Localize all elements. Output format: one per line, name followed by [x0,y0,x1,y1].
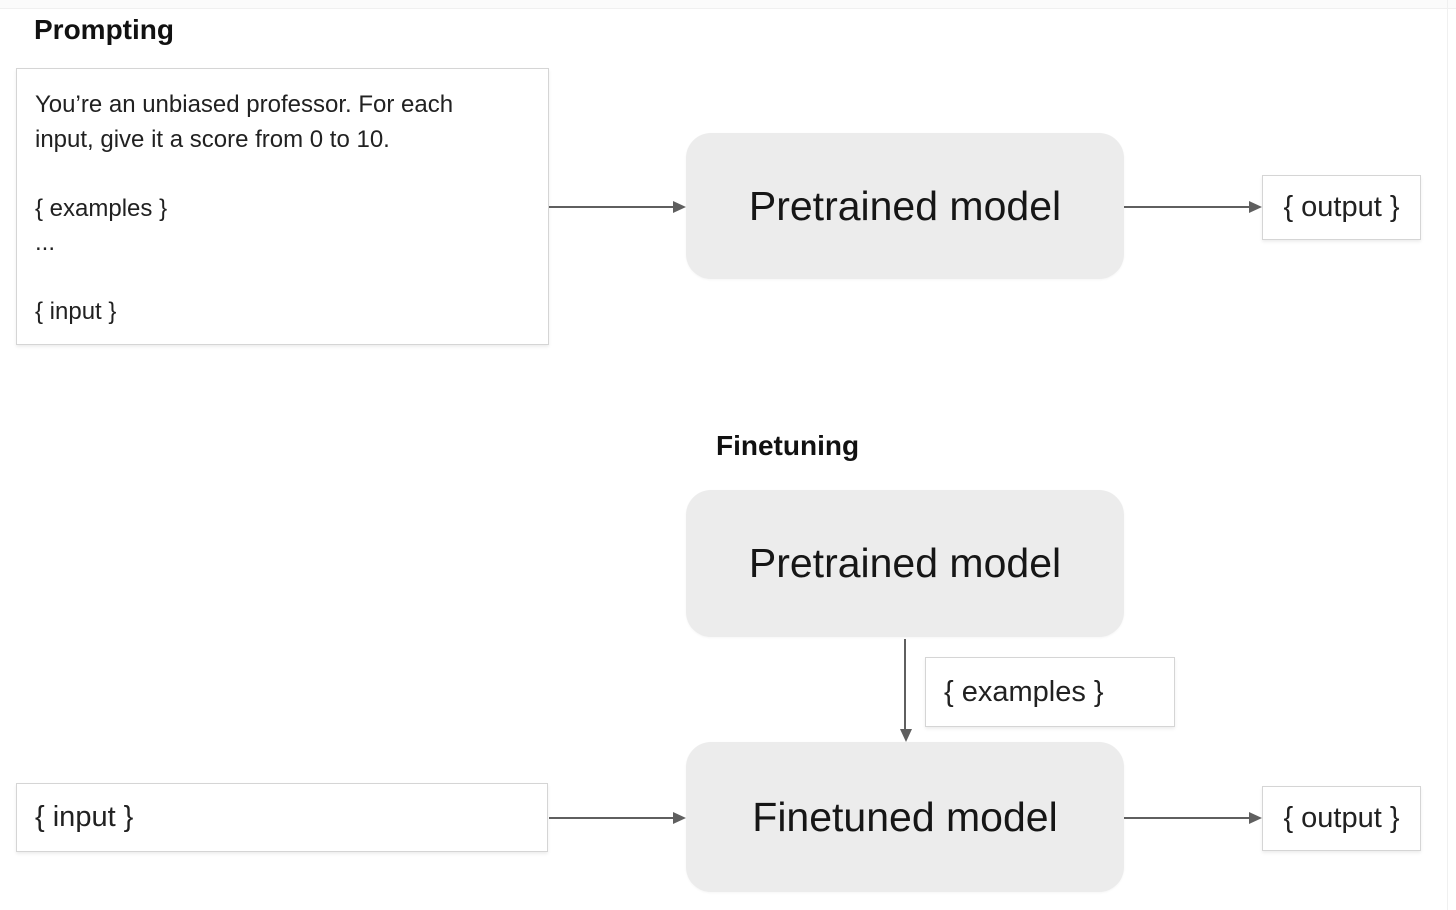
prompt-line-2: input, give it a score from 0 to 10. [35,125,390,153]
prompt-examples-placeholder: { examples } [35,194,168,222]
output-box-finetuning: { output } [1262,786,1421,851]
prompting-section-title: Prompting [34,14,174,45]
examples-label-finetuning: { examples } [944,675,1104,708]
prompt-input-placeholder: { input } [35,298,117,325]
prompt-blank-line-1 [35,157,530,192]
finetuned-model-box: Finetuned model [686,742,1124,892]
prompt-blank-line-2 [35,261,530,296]
pretrained-model-box-finetuning: Pretrained model [686,490,1124,637]
pretrained-model-label-prompting: Pretrained model [748,182,1062,229]
arrow-pretrained-model-to-output [1124,201,1262,213]
output-label-prompting: { output } [1283,191,1400,223]
arrow-finetuned-model-to-output [1124,812,1262,824]
canvas-right-edge [1447,0,1448,910]
prompt-ellipsis: ... [35,229,56,256]
input-label-finetuning: { input } [35,801,134,833]
prompt-text-box: You’re an unbiased professor. For each i… [16,68,549,345]
finetuned-model-label: Finetuned model [752,793,1058,840]
arrow-prompt-to-pretrained-model [549,201,686,213]
output-box-prompting: { output } [1262,175,1421,240]
canvas-top-edge [0,0,1456,9]
input-box-finetuning: { input } [16,783,548,852]
prompt-line-1: You’re an unbiased professor. For each [35,91,454,118]
arrow-pretrained-to-finetuned-model [900,639,912,742]
examples-box-finetuning: { examples } [925,657,1175,727]
pretrained-model-box-prompting: Pretrained model [686,133,1124,279]
pretrained-model-label-finetuning: Pretrained model [748,540,1062,586]
output-label-finetuning: { output } [1283,802,1400,834]
arrow-input-to-finetuned-model [549,812,686,824]
finetuning-section-title: Finetuning [716,430,860,461]
